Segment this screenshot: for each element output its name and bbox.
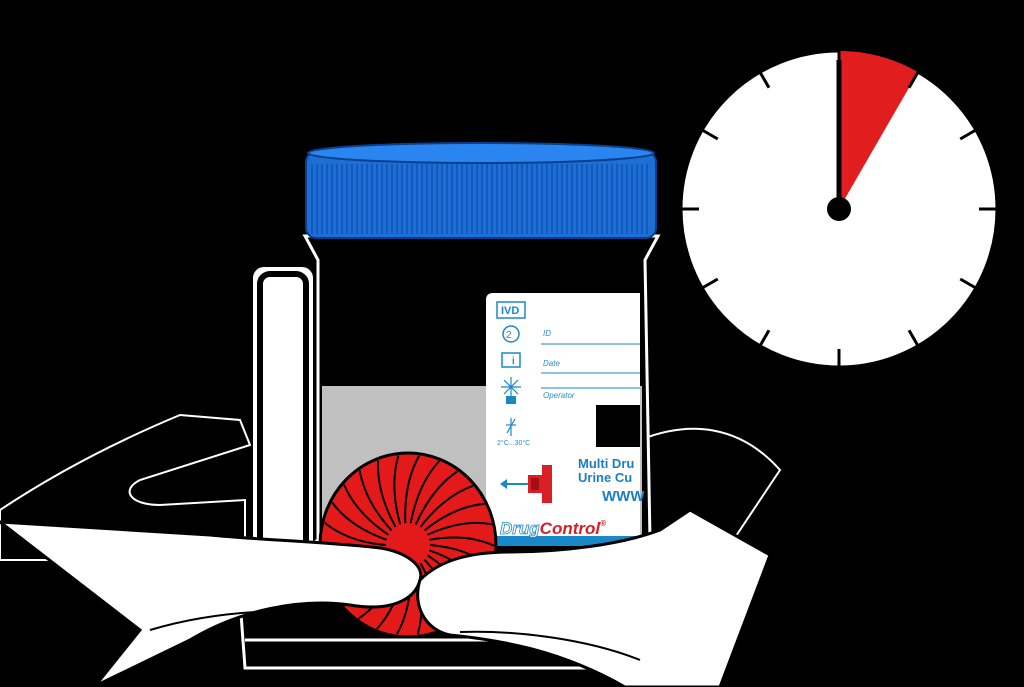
right-hand-finger-line [459, 630, 641, 661]
brand-part-2: Control [540, 519, 602, 538]
cap-top [307, 142, 655, 164]
clock-tick [701, 128, 719, 141]
stopper-ridge [423, 502, 485, 532]
operator-field-label: Operator [543, 391, 575, 400]
stopper-ridge [331, 501, 387, 541]
result-window [596, 405, 640, 447]
stopper-ridge [393, 455, 402, 525]
insert-arrow-icon [500, 465, 552, 503]
timer-clock [679, 49, 999, 369]
stopper-ridge [409, 460, 440, 524]
left-hand-finger-line [149, 609, 331, 631]
stopper-ridge [419, 484, 474, 528]
product-name-line1: Multi Dru [578, 456, 634, 471]
brand-part-1: Drug [500, 519, 540, 538]
cup-cap [305, 142, 657, 239]
clock-tick [959, 277, 977, 290]
date-field-label: Date [543, 359, 560, 368]
stopper-ridge [358, 470, 393, 532]
clock-tick [907, 329, 920, 347]
stopper-ridge [377, 460, 397, 528]
right-hand [416, 508, 772, 687]
keep-away-sunlight-icon [501, 377, 521, 397]
clock-tick [701, 277, 719, 290]
temperature-icon [506, 418, 516, 436]
test-strip-panel-inner [257, 271, 309, 567]
elapsed-time-sector [839, 51, 918, 209]
info-glyph: i [512, 356, 515, 367]
clock-tick [959, 128, 977, 141]
instructions-book-icon [501, 352, 521, 368]
cap-ridges [311, 164, 648, 234]
product-name-line2: Urine Cu [578, 470, 632, 485]
temperature-text: 2°C...30°C [497, 439, 530, 447]
sunlight-icon-base [506, 396, 516, 404]
clock-tick [758, 329, 771, 347]
stopper-ridge [414, 470, 458, 525]
stopper-ridge [404, 455, 420, 524]
ivd-text: IVD [501, 305, 519, 317]
brand-registered-mark: ® [600, 519, 606, 528]
clock-center [827, 197, 851, 221]
ivd-box [496, 301, 526, 319]
label-background [486, 293, 640, 546]
brand-logo: DrugControl® [500, 519, 606, 538]
cap-body [305, 151, 657, 239]
stopper-ridge [324, 521, 387, 546]
label-accent-bar [486, 536, 640, 546]
website-text: WWW [602, 488, 645, 505]
back-hand [0, 413, 252, 561]
clock-tick [907, 71, 920, 89]
id-field-label: ID [543, 329, 551, 338]
stopper-ridge [427, 521, 492, 536]
stopper-ridge [429, 536, 495, 547]
do-not-reuse-glyph: 2 [506, 330, 512, 341]
cup-label: IVD 2 i 2°C...30°C ID Date [486, 293, 645, 546]
clock-tick [758, 71, 771, 89]
do-not-reuse-icon [502, 325, 520, 343]
stopper-ridge [343, 484, 390, 536]
